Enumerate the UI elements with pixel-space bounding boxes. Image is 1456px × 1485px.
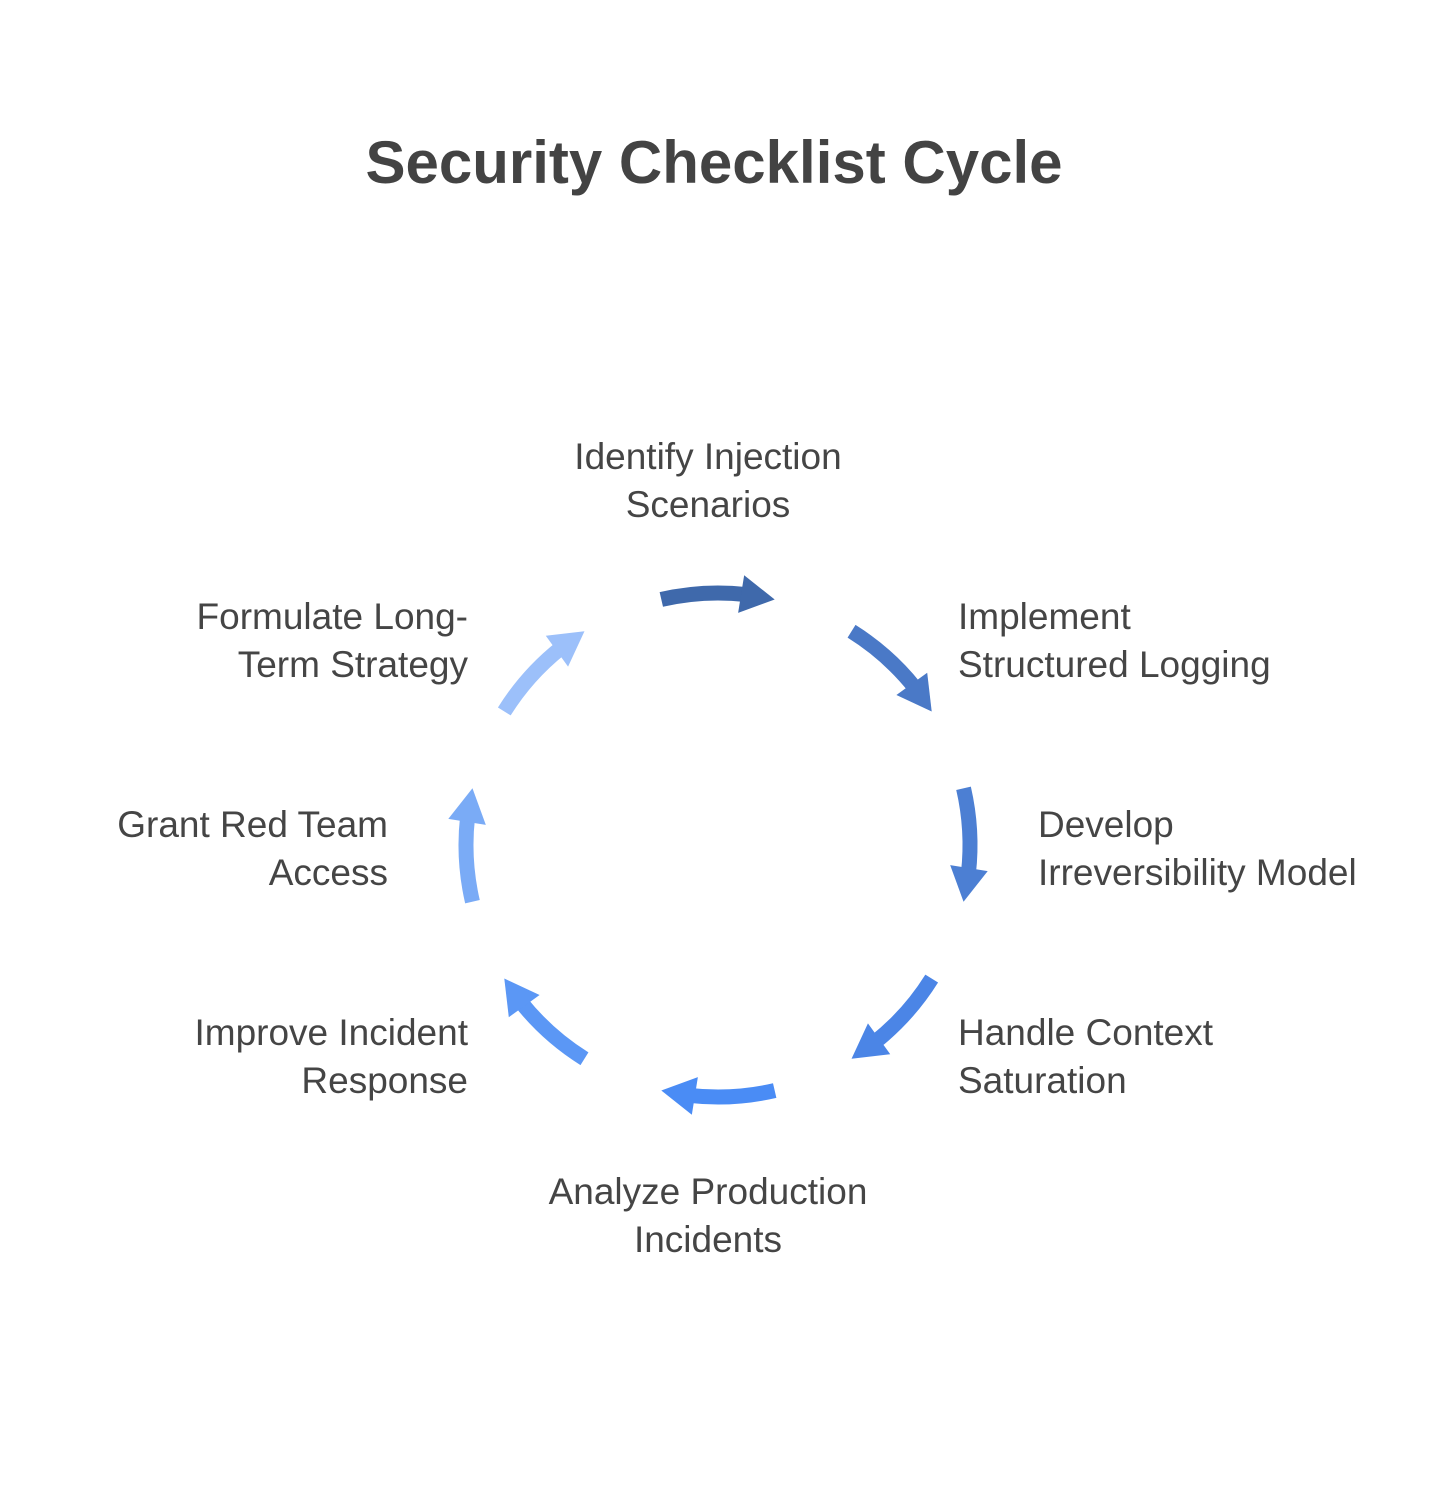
cycle-arrow-8-shaft	[497, 642, 566, 716]
cycle-arrow-6-head	[504, 978, 540, 1018]
step-label-1-line2: Scenarios	[625, 484, 791, 525]
step-label-6-line2: Response	[301, 1060, 468, 1101]
cycle-arrow-7-shaft	[458, 815, 480, 904]
step-label-2-line1: Implement	[958, 596, 1131, 637]
step-label-4: Handle Context Saturation	[958, 1009, 1213, 1105]
step-label-8-line2: Term Strategy	[237, 644, 468, 685]
cycle-arrow-8-head	[545, 631, 585, 667]
step-label-1: Identify Injection Scenarios	[508, 433, 908, 529]
step-label-3: Develop Irreversibility Model	[1038, 801, 1357, 897]
diagram-title: Security Checklist Cycle	[365, 129, 1063, 196]
step-label-1-line1: Identify Injection	[574, 436, 842, 477]
step-label-8-line1: Formulate Long-	[196, 596, 468, 637]
step-label-3-line1: Develop	[1038, 804, 1174, 845]
step-label-3-line2: Irreversibility Model	[1038, 852, 1357, 893]
cycle-arrow-3-head	[950, 865, 988, 902]
cycle-arrow-6	[504, 978, 589, 1066]
cycle-arrow-4	[851, 974, 939, 1059]
cycle-arrow-3	[950, 786, 988, 902]
step-label-4-line1: Handle Context	[958, 1012, 1214, 1053]
step-label-5-line2: Incidents	[633, 1219, 783, 1260]
cycle-arrow-1-shaft	[659, 585, 748, 607]
cycle-arrow-2-shaft	[847, 624, 921, 693]
cycle-arrow-7-head	[448, 788, 486, 825]
step-label-5-line1: Analyze Production	[548, 1171, 868, 1212]
step-label-8: Formulate Long- Term Strategy	[197, 593, 468, 689]
cycle-arrow-8	[497, 631, 585, 716]
step-label-4-line2: Saturation	[958, 1060, 1127, 1101]
cycle-arrow-1-head	[738, 575, 775, 613]
cycle-arrow-1	[659, 575, 775, 613]
cycle-arrow-5	[661, 1077, 777, 1115]
cycle-arrow-5-head	[661, 1077, 698, 1115]
cycle-arrow-5-shaft	[688, 1083, 777, 1105]
cycle-arrow-2	[847, 624, 932, 712]
cycle-arrow-7	[448, 788, 486, 904]
step-label-5: Analyze Production Incidents	[508, 1168, 908, 1264]
step-label-6: Improve Incident Response	[194, 1009, 468, 1105]
cycle-arrow-3-shaft	[956, 786, 978, 875]
cycle-arrow-4-shaft	[870, 974, 939, 1048]
cycle-arrow-4-head	[851, 1023, 891, 1059]
step-label-7-line1: Grant Red Team	[117, 804, 388, 845]
step-label-2-line2: Structured Logging	[958, 644, 1271, 685]
step-label-7-line2: Access	[268, 852, 388, 893]
step-label-2: Implement Structured Logging	[958, 593, 1271, 689]
cycle-arrow-6-shaft	[515, 997, 589, 1066]
step-label-6-line1: Improve Incident	[194, 1012, 468, 1053]
step-label-7: Grant Red Team Access	[117, 801, 388, 897]
cycle-arrow-2-head	[896, 672, 932, 712]
